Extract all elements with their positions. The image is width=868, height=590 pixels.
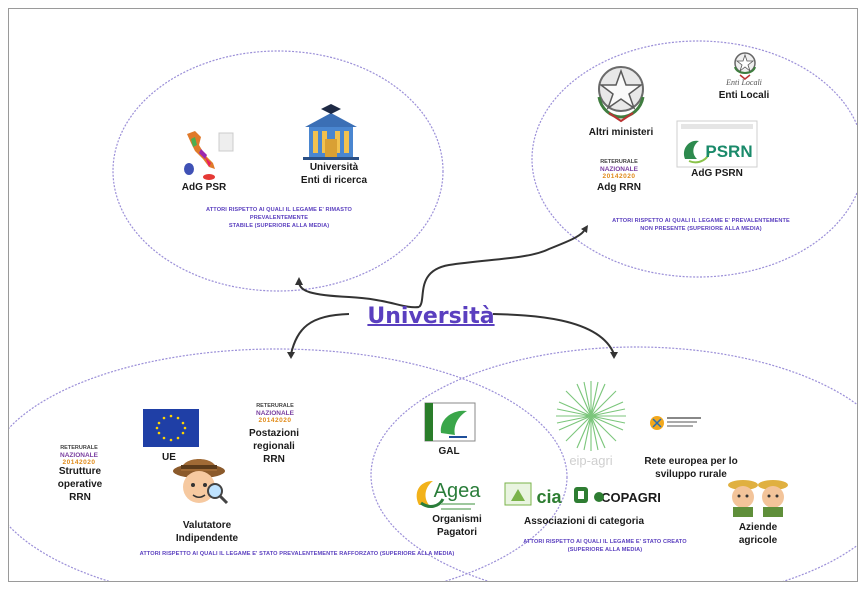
eip-agri-wordmark: eip-agri — [569, 453, 612, 468]
detective-icon — [173, 459, 229, 505]
connector-top-right — [418, 230, 585, 308]
label-adg-rrn: Adg RRN — [597, 182, 641, 193]
label-organismi-pagatori: Organismi Pagatori — [432, 514, 482, 538]
label-valutatore-indipendente: Valutatore Indipendente — [175, 520, 239, 544]
farmers-icon — [728, 480, 788, 517]
ellipse-top-left — [112, 50, 444, 292]
italy-map-icon — [184, 131, 234, 180]
label-enti-locali-script: Enti Locali — [726, 78, 762, 87]
ellipse-bottom-left — [9, 348, 568, 581]
diagram-canvas: PSRN Agea — [9, 40, 857, 581]
rete-rurale-logo-strutture: RETERURALE NAZIONALE 20142020 — [60, 445, 98, 466]
label-adg-psr: AdG PSR — [181, 182, 227, 193]
label-universita-enti-ricerca: Università Enti di ricerca — [300, 162, 368, 186]
connector-bottom-left — [290, 313, 350, 355]
caption-top-right: ATTORI RISPETTO AI QUALI IL LEGAME E' PR… — [612, 218, 790, 232]
caption-bottom-left: ATTORI RISPETTO AI QUALI IL LEGAME E' ST… — [139, 551, 455, 557]
svg-text:Agea: Agea — [434, 480, 482, 502]
rete-rurale-logo-postazioni: RETERURALE NAZIONALE 20142020 — [256, 403, 294, 424]
label-gal: GAL — [438, 446, 460, 457]
label-ue: UE — [162, 452, 176, 463]
university-building-icon — [303, 104, 359, 160]
label-postazioni-regionali-rrn: Postazioni regionali RRN — [248, 428, 299, 465]
svg-text:cia: cia — [536, 487, 562, 507]
label-altri-ministeri: Altri ministeri — [588, 127, 654, 138]
agea-logo: Agea — [416, 480, 482, 510]
caption-top-left: ATTORI RISPETTO AI QUALI IL LEGAME E' RI… — [206, 207, 352, 229]
label-associazioni-categoria: Associazioni di categoria — [523, 516, 645, 527]
italian-emblem-small-icon — [734, 52, 756, 80]
leader-logo — [424, 402, 476, 442]
italian-emblem-icon — [597, 66, 645, 123]
center-title: Università — [367, 304, 495, 329]
label-enti-locali: Enti Locali — [718, 90, 770, 101]
connector-arrowheads — [287, 225, 618, 359]
label-strutture-operative-rrn: Strutture operative RRN — [57, 466, 103, 503]
connector-bottom-right — [492, 313, 615, 355]
rete-rurale-logo-top-right: RETERURALE NAZIONALE 20142020 — [600, 159, 638, 180]
eu-flag-icon — [143, 409, 199, 447]
connector-lines — [290, 230, 615, 355]
label-aziende-agricole: Aziende agricole — [738, 522, 778, 546]
associations-logos: cia COPAGRI — [504, 482, 661, 507]
connector-top-left — [298, 282, 420, 309]
eip-agri-logo — [556, 381, 626, 451]
svg-text:PSRN: PSRN — [705, 142, 752, 161]
label-rete-europea-sviluppo-rurale: Rete europea per lo sviluppo rurale — [644, 456, 738, 480]
svg-text:COPAGRI: COPAGRI — [601, 490, 661, 505]
diagram-frame: PSRN Agea — [8, 8, 858, 582]
enrd-logo — [650, 416, 701, 430]
caption-bottom-right: ATTORI RISPETTO AI QUALI IL LEGAME E' ST… — [523, 539, 687, 553]
label-adg-psrn: AdG PSRN — [691, 168, 743, 179]
ellipse-bottom-right — [370, 346, 857, 581]
ellipse-top-right — [531, 40, 857, 278]
psrn-logo: PSRN — [676, 120, 758, 168]
